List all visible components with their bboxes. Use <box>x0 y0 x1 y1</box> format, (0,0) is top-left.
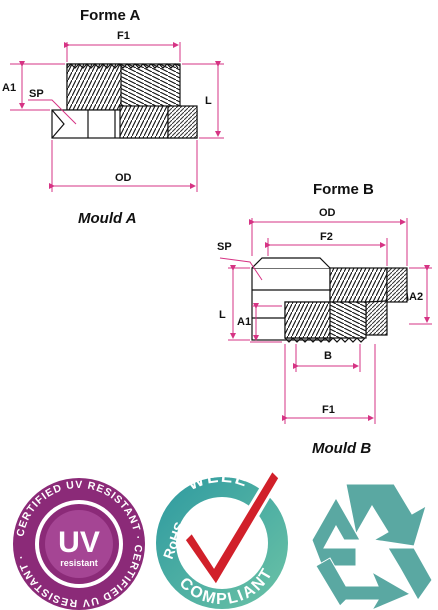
dim-label-a1-a: A1 <box>2 82 17 94</box>
checkmark-icon <box>182 467 282 589</box>
dim-label-a2-b: A2 <box>409 291 424 303</box>
forme-a-dimensions <box>10 42 224 192</box>
dim-label-l-a: L <box>205 95 212 107</box>
dim-label-f1-b: F1 <box>322 404 335 416</box>
dim-label-sp-a: SP <box>29 88 44 100</box>
dim-label-od-b: OD <box>319 207 336 219</box>
dim-label-od-a: OD <box>115 172 132 184</box>
forme-a-body <box>51 63 198 139</box>
dim-label-l-b: L <box>219 309 226 321</box>
dim-label-b-b: B <box>324 350 332 362</box>
dim-label-a1-b: A1 <box>237 316 252 328</box>
forme-b-dimensions <box>219 218 432 424</box>
dim-label-f1-a: F1 <box>117 30 130 42</box>
mould-a-caption: Mould A <box>78 210 137 227</box>
forme-a-title: Forme A <box>80 7 141 24</box>
dim-label-sp-b: SP <box>217 241 232 253</box>
forme-b-body <box>251 257 409 343</box>
uv-small-text: resistant <box>60 558 98 568</box>
mould-b-caption: Mould B <box>312 440 372 457</box>
sun-rays-icon <box>45 510 113 578</box>
uv-big-text: UV <box>58 526 100 559</box>
forme-b-title: Forme B <box>313 181 374 198</box>
dim-label-f2-b: F2 <box>320 231 333 243</box>
